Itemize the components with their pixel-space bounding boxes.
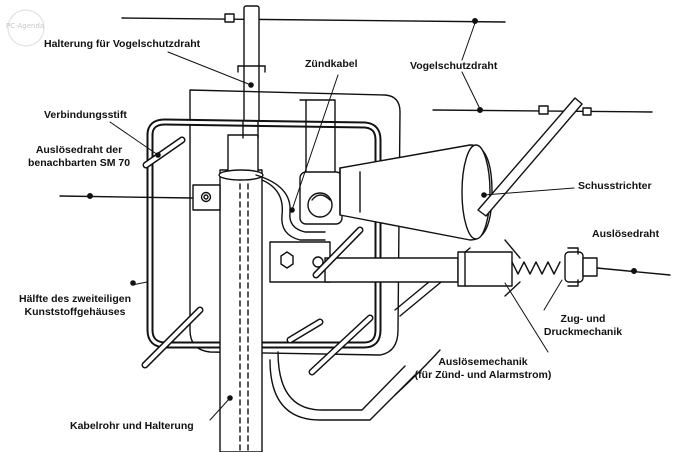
label-ausloesedraht-nachbar-2: benachbarten SM 70 [27,157,131,169]
label-zug-2: Druckmechanik [543,326,623,338]
kabelrohr [192,121,264,452]
funnel-bracket [299,171,343,225]
vogelschutzdraht-wire [121,13,653,116]
zug-druck-mechanik [511,247,598,287]
label-haelfte-2: Kunststoffgehäuses [24,306,126,318]
schusstrichter [339,144,493,241]
halterung-pole [237,5,266,123]
label-vogelschutzdraht: Vogelschutzdraht [410,60,498,72]
label-ausloesedraht-nachbar-1: Auslösedraht der [35,144,123,156]
label-ausloesemechanik-1: Auslösemechanik [438,356,528,368]
ausloesedraht-wire [596,267,671,276]
label-verbindungsstift: Verbindungsstift [44,109,127,121]
watermark-logo [7,9,45,47]
housing-half [146,89,401,356]
lower-cable-tube [269,349,441,421]
label-schusstrichter: Schusstrichter [578,180,652,192]
neighbour-trigger-wire [59,192,193,199]
watermark-text: PC-Agenda [6,22,45,30]
label-halterung: Halterung für Vogelschutzdraht [44,38,201,50]
leader-lines [109,22,575,421]
verbindungsstift-pins [141,136,374,376]
ausloesemechanik [269,226,521,297]
label-zuendkabel: Zündkabel [305,58,358,70]
label-haelfte-1: Hälfte des zweiteiligen [18,293,132,305]
label-kabelrohr: Kabelrohr und Halterung [70,420,194,432]
zuendkabel-cable [255,99,336,241]
label-ausloesedraht: Auslösedraht [592,228,660,240]
label-zug-1: Zug- und [560,313,606,325]
label-ausloesemechanik-2: (für Zünd- und Alarmstrom) [414,369,552,381]
